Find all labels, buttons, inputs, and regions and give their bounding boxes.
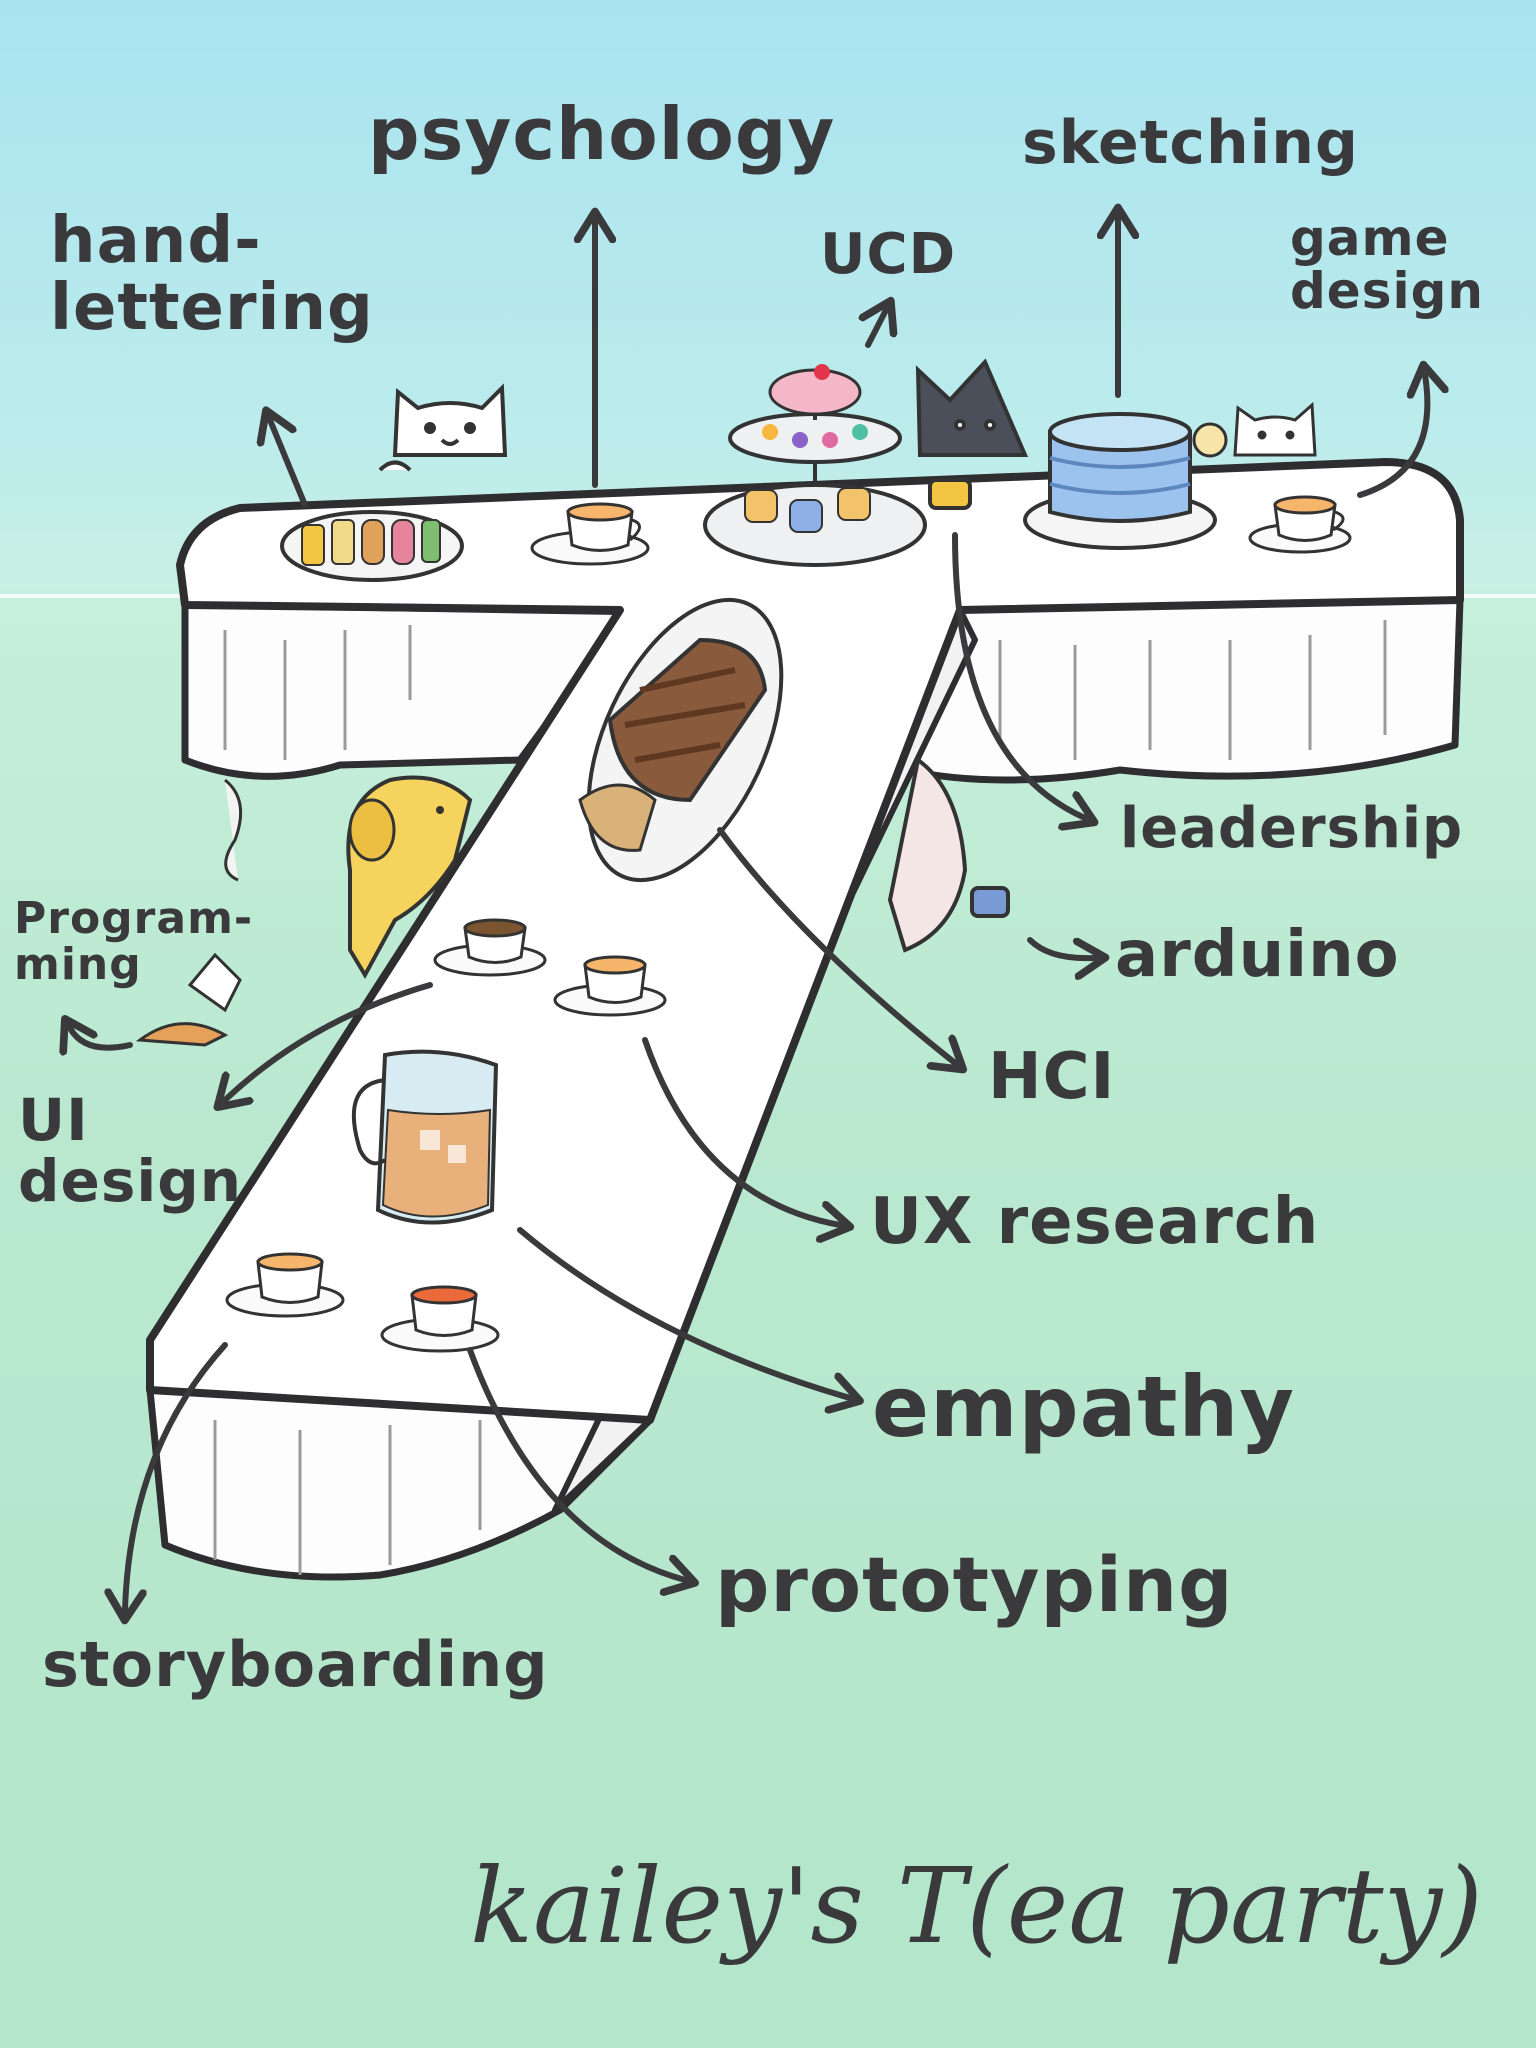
arrow-empathy: [517, 1227, 850, 1398]
arrow-hand-lettering: [270, 420, 308, 508]
signature-title: kailey's T(ea party): [470, 1845, 1483, 1967]
small-cats: [1192, 401, 1317, 458]
teacup-top-2: [1248, 495, 1352, 554]
teacup-stem-1: [433, 918, 547, 977]
black-dog: [915, 358, 1029, 510]
top-skirt-folds: [223, 620, 1387, 760]
stem-skirt-folds: [213, 1420, 482, 1575]
label-prototyping: prototyping: [715, 1540, 1234, 1629]
arrow-leadership: [952, 532, 1085, 818]
layered-cake: [1023, 412, 1217, 550]
teacup-stem-3: [225, 1252, 345, 1318]
yellow-dog: [346, 775, 473, 980]
label-psychology: psychology: [368, 92, 836, 176]
cake-stand: [703, 364, 927, 567]
arrow-arduino: [1027, 937, 1095, 958]
snack-plate: [280, 510, 464, 582]
bread-loaf: [578, 597, 784, 883]
label-ux-research: UX research: [870, 1185, 1320, 1259]
arrow-ux-research: [642, 1037, 840, 1225]
label-storyboarding: storyboarding: [42, 1628, 549, 1701]
arrow-game-design: [1357, 375, 1427, 498]
label-hci: HCI: [988, 1040, 1116, 1114]
label-arrows: [70, 218, 1427, 1610]
teacup-stem-4: [380, 1285, 500, 1353]
tea-pitcher: [351, 1049, 499, 1225]
table-stem-skirt: [146, 1386, 654, 1581]
arrow-ui-design: [225, 982, 433, 1100]
label-sketching: sketching: [1022, 108, 1359, 178]
label-ucd: UCD: [820, 222, 957, 287]
arrow-ucd: [868, 310, 886, 348]
teacup-top-1: [530, 502, 650, 566]
teacup-stem-2: [553, 955, 667, 1017]
white-cat: [378, 383, 508, 472]
label-programming: Program- ming: [14, 893, 254, 991]
arrow-prototyping: [467, 1347, 685, 1580]
label-empathy: empathy: [872, 1358, 1296, 1456]
label-ui-design: UI design: [18, 1086, 243, 1215]
brown-dog: [887, 756, 1010, 953]
label-arduino: arduino: [1115, 918, 1400, 992]
spilled-cup: [135, 778, 243, 1047]
label-hand-lettering: hand- lettering: [50, 204, 374, 346]
label-game-design: game design: [1290, 209, 1484, 320]
arrow-hci: [717, 827, 955, 1063]
arrow-storyboarding: [125, 1342, 228, 1610]
label-leadership: leadership: [1120, 796, 1464, 861]
arrow-programming: [70, 1028, 133, 1048]
